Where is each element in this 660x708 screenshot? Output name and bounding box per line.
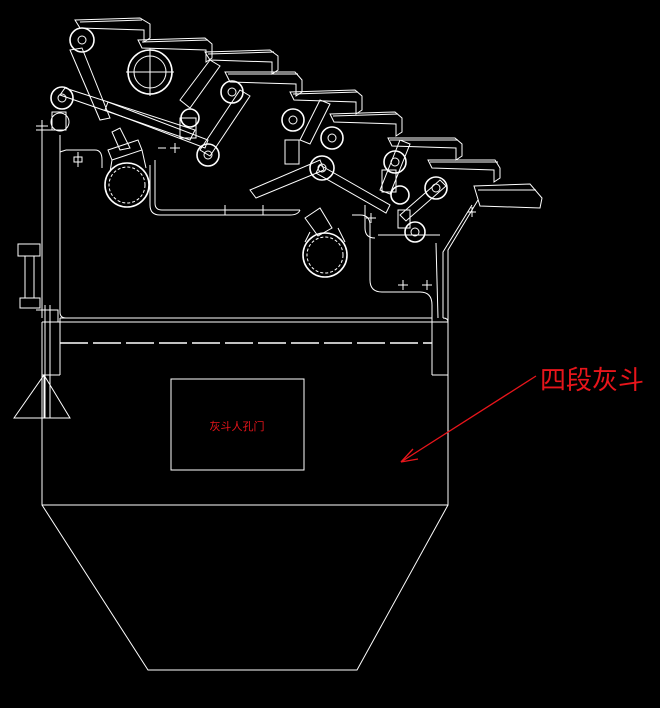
hopper-cone [41,504,449,671]
leader-arrowhead [400,448,419,463]
hopper-label: 四段灰斗 [540,366,644,396]
upper-casing [36,129,479,323]
leader-line [400,375,537,463]
left-support-frame [13,243,71,419]
grate-assembly [36,17,543,290]
hopper-annotation: 四段灰斗 [400,366,644,463]
access-door: 灰斗人孔门 [170,378,305,471]
hopper-body [41,317,449,506]
drive-shaft-left [104,139,150,208]
access-door-label: 灰斗人孔门 [210,419,265,433]
drive-shaft-center [302,207,348,278]
